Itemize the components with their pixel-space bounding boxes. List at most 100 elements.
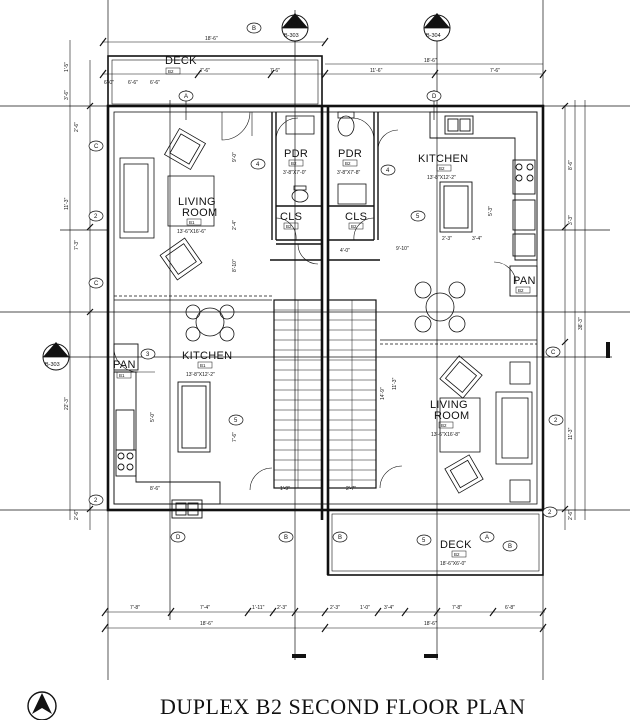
living-right-tag: B2 xyxy=(441,423,447,428)
cls-left-label: CLS xyxy=(280,211,302,223)
deck-top-tag: B2 xyxy=(168,69,174,74)
dim-int-2: 2'-4" xyxy=(232,220,238,230)
grid-bubble-c-3: C xyxy=(551,350,556,356)
dim-top-left-1: 6'-0" xyxy=(104,80,114,86)
dim-int-9: 14'-9" xyxy=(380,387,386,400)
kitchen-left-size: 13'-8"X12'-2" xyxy=(186,372,215,378)
tag-bubble-2-left-bottom: 2 xyxy=(94,498,98,504)
pdr-right-size: 3'-8"X7'-8" xyxy=(337,170,360,176)
tag-bubble-5-kitchen: 5 xyxy=(416,214,420,220)
dim-bottom-4: 2'-3" xyxy=(277,605,287,611)
dim-int-13: 7'-6" xyxy=(232,432,238,442)
dim-top-right-overall: 18'-6" xyxy=(424,58,437,64)
dim-int-3: 4'-0" xyxy=(340,248,350,254)
dim-left-3: 2'-6" xyxy=(74,122,80,132)
tag-bubble-4-left: 4 xyxy=(256,162,260,168)
pan-right-label: PAN xyxy=(513,275,536,287)
tag-bubble-2-right: 2 xyxy=(554,418,558,424)
dim-right-1: 8'-6" xyxy=(568,160,574,170)
dim-int-8: 2'-3" xyxy=(442,236,452,242)
cls-left-tag: B2 xyxy=(286,224,292,229)
dim-right-3: 38'-3" xyxy=(578,317,584,330)
dim-bottom-7: 3'-4" xyxy=(384,605,394,611)
grid-bubble-a-2: A xyxy=(485,535,489,541)
marker-a-top-ref: B-304 xyxy=(426,33,441,39)
kitchen-right-size: 13'-8"X12'-2" xyxy=(427,175,456,181)
marker-b-ref: B-303 xyxy=(284,33,299,39)
living-left-label-2: ROOM xyxy=(182,207,217,219)
pdr-right-tag: B2 xyxy=(345,161,351,166)
dim-int-7: 3'-4" xyxy=(472,236,482,242)
dim-bottom-5: 2'-3" xyxy=(330,605,340,611)
living-right-label-2: ROOM xyxy=(434,410,469,422)
tag-bubble-3-pantry: 3 xyxy=(146,352,150,358)
north-arrow-icon xyxy=(27,691,57,720)
grid-bubble-d-1: D xyxy=(432,94,437,100)
kitchen-left-label: KITCHEN xyxy=(182,350,232,362)
living-left-tag: B1 xyxy=(189,220,195,225)
cls-right-tag: B2 xyxy=(351,224,357,229)
deck-bottom-tag: B2 xyxy=(454,552,460,557)
dim-left-1: 1'-5" xyxy=(64,62,70,72)
dim-top-row2-2: 7'-6" xyxy=(270,68,280,74)
deck-bottom-size: 18'-6"X6'-0" xyxy=(440,561,466,567)
grid-bubble-c-2: C xyxy=(94,281,99,287)
dim-int-1: 9'-0" xyxy=(232,152,238,162)
dim-bottom-8: 7'-8" xyxy=(452,605,462,611)
dim-right-4: 11'-3" xyxy=(568,427,574,440)
marker-b-letter: B xyxy=(291,17,298,28)
dim-right-5: 2'-6" xyxy=(568,510,574,520)
pan-left-label: PAN xyxy=(113,359,136,371)
drawing-title: DUPLEX B2 SECOND FLOOR PLAN xyxy=(160,694,526,719)
dim-left-6: 22'-3" xyxy=(64,397,70,410)
pan-left-tag: B1 xyxy=(119,373,125,378)
dim-bottom-3: 1'-11" xyxy=(252,605,265,611)
pdr-left-size: 3'-8"X7'-0" xyxy=(283,170,306,176)
cut-mark-left xyxy=(292,654,306,658)
dim-top-left-3: 6'-6" xyxy=(150,80,160,86)
living-right-label-1: LIVING xyxy=(430,399,468,411)
grid-bubble-d-2: D xyxy=(176,535,181,541)
dim-bottom-6: 1'-0" xyxy=(360,605,370,611)
dim-top-left-2: 6'-6" xyxy=(128,80,138,86)
dim-top-row2-1: 7'-6" xyxy=(200,68,210,74)
living-left-size: 13'-6"X16'-6" xyxy=(177,229,206,235)
grid-bubble-c-1: C xyxy=(94,144,99,150)
tag-bubble-2-bottom: 2 xyxy=(548,510,552,516)
dim-top-row2-3: 11'-6" xyxy=(370,68,383,74)
dim-int-15: 2'-7" xyxy=(346,486,356,492)
living-left-label-1: LIVING xyxy=(178,196,216,208)
living-right-size: 13'-6"X16'-8" xyxy=(431,432,460,438)
dim-bottom-1: 7'-8" xyxy=(130,605,140,611)
dim-bottom-overall-left: 18'-6" xyxy=(200,621,213,627)
dim-int-4: 9'-10" xyxy=(396,246,409,252)
dim-int-10: 11'-3" xyxy=(392,377,398,390)
grid-bubble-b-4: B xyxy=(338,535,342,541)
dim-int-12: 8'-6" xyxy=(150,486,160,492)
kitchen-right-tag: B2 xyxy=(439,166,445,171)
marker-a-left-letter: A xyxy=(52,346,59,357)
grid-bubble-a-1: A xyxy=(184,94,188,100)
dim-right-2: 3'-3" xyxy=(568,215,574,225)
marker-a-left-ref: B-303 xyxy=(45,362,60,368)
tag-bubble-5-island: 5 xyxy=(234,418,238,424)
dim-int-11: 5'-0" xyxy=(150,412,156,422)
kitchen-left-tag: B1 xyxy=(200,363,206,368)
kitchen-right-label: KITCHEN xyxy=(418,153,468,165)
pan-right-tag: B2 xyxy=(518,288,524,293)
grid-bubble-b-3: B xyxy=(284,535,288,541)
dim-left-2: 3'-6" xyxy=(64,90,70,100)
grid-bubble-b-1: B xyxy=(252,26,256,32)
tag-bubble-4-right: 4 xyxy=(386,168,390,174)
section-marker-a-left: A B-303 xyxy=(42,342,612,371)
tag-bubble-2-left: 2 xyxy=(94,214,98,220)
cut-mark-right xyxy=(424,654,438,658)
dim-int-14: 1'-9" xyxy=(280,486,290,492)
dim-int-6: 5'-3" xyxy=(488,206,494,216)
dim-bottom-overall-right: 18'-6" xyxy=(424,621,437,627)
dim-left-5: 7'-3" xyxy=(74,240,80,250)
dim-left-7: 2'-6" xyxy=(74,510,80,520)
tag-bubble-5-deck: 5 xyxy=(422,538,426,544)
grid-bubble-b-2: B xyxy=(508,544,512,550)
